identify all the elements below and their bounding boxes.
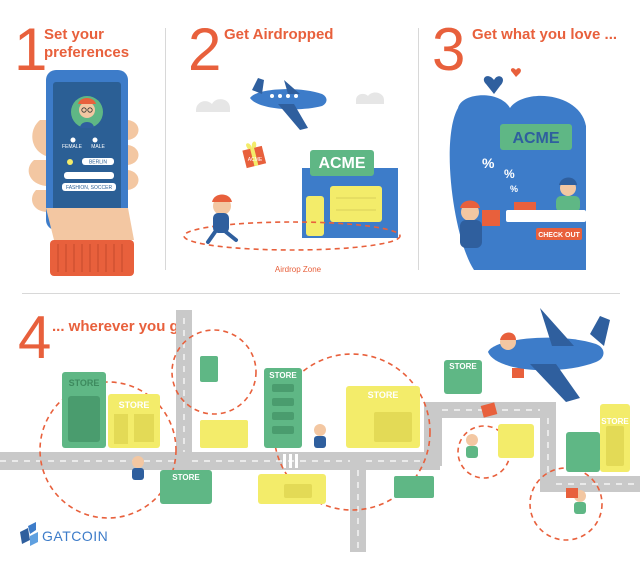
store-label-7: STORE [601, 417, 629, 426]
phone-gender-male: MALE [91, 144, 105, 150]
divider-2-3 [418, 28, 419, 270]
step-2-number: 2 [188, 16, 222, 83]
gift-brand-label: ACME [248, 157, 263, 163]
divider-top-bottom [22, 293, 620, 294]
store-label-2: STORE [119, 400, 150, 410]
airdrop-zone-label: Airdrop Zone [275, 265, 322, 274]
tiny-heart-icon [510, 68, 521, 77]
store-label-4: STORE [368, 390, 399, 400]
step-1-title-line-1: Set your [44, 26, 105, 43]
percent-sign-2: % [504, 167, 515, 181]
store-label-3: STORE [269, 371, 297, 380]
map-buildings [62, 356, 630, 504]
phone-city: BERLIN [89, 160, 107, 166]
phone-interests: FASHION, SOCCER [66, 185, 113, 191]
step-1-title-line-2: preferences [44, 44, 130, 61]
map-people [132, 424, 586, 514]
store-label-1: STORE [69, 378, 100, 388]
acme-sign-panel-3 [500, 124, 572, 150]
runner-person [206, 194, 238, 244]
step-4-title: ... wherever you go [52, 318, 188, 335]
step-2-title: Get Airdropped [224, 26, 334, 43]
step-1-number: 1 [14, 16, 48, 83]
store-label-5: STORE [172, 473, 200, 482]
shopper-person [460, 200, 500, 248]
store-brand-panel-3: ACME [512, 130, 559, 147]
acme-store-building [302, 150, 398, 238]
step-1-title: Set your preferences [44, 26, 129, 62]
clouds [196, 92, 384, 112]
brand-name: GATCOIN [42, 528, 108, 544]
map-gift-icons [480, 368, 578, 498]
store-label-6: STORE [449, 362, 477, 371]
road-network [0, 310, 640, 552]
step-4-number: 4 [18, 304, 52, 371]
percent-sign-1: % [482, 155, 495, 171]
large-airplane-icon [488, 308, 610, 402]
step-3-number: 3 [432, 16, 466, 83]
store-brand-panel-2: ACME [318, 155, 365, 172]
phone-gender-female: FEMALE [62, 144, 83, 150]
gatcoin-logo-icon [20, 522, 38, 546]
hand-holding-phone [28, 70, 139, 276]
percent-sign-3: % [510, 184, 518, 194]
gift-icon [242, 141, 267, 169]
checkout-counter [506, 177, 586, 240]
checkout-button-label: CHECK OUT [538, 232, 580, 239]
crosswalk [283, 454, 298, 468]
step-3-title: Get what you love ... [472, 26, 618, 43]
airplane-icon [250, 78, 327, 130]
divider-1-2 [165, 28, 166, 270]
small-heart-icon [483, 76, 504, 94]
airdrop-zone-boundary [183, 221, 401, 251]
